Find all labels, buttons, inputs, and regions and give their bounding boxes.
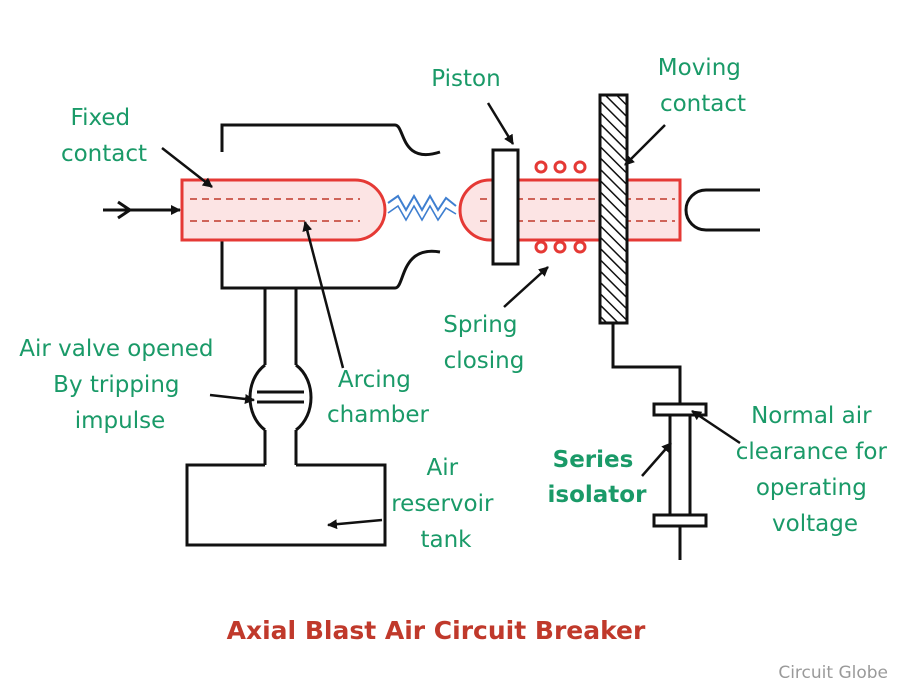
air-inlet-arrow-head bbox=[117, 200, 133, 220]
air-valve bbox=[248, 363, 313, 432]
watermark: Circuit Globe bbox=[778, 663, 888, 683]
moving-contact-terminal bbox=[684, 188, 760, 232]
label-fixed-contact: Fixed contact bbox=[61, 105, 147, 167]
isolator-wire bbox=[611, 323, 682, 405]
arc-icon bbox=[387, 193, 457, 222]
moving-contact-bar bbox=[598, 93, 629, 325]
air-pipe bbox=[263, 288, 298, 465]
leader-arrows bbox=[161, 102, 741, 530]
label-moving-contact: Moving contact bbox=[658, 55, 748, 117]
label-air-reservoir-tank: Air reservoir tank bbox=[391, 455, 501, 553]
piston bbox=[491, 148, 520, 266]
label-series-isolator: Series isolator bbox=[548, 447, 648, 508]
label-spring-closing: Spring closing bbox=[443, 312, 525, 374]
air-reservoir-tank bbox=[185, 463, 387, 547]
diagram-title: Axial Blast Air Circuit Breaker bbox=[227, 616, 646, 645]
series-isolator bbox=[652, 402, 708, 528]
arcing-chamber-body bbox=[220, 123, 441, 290]
fixed-contact bbox=[180, 178, 387, 242]
label-piston: Piston bbox=[431, 66, 500, 92]
label-air-valve: Air valve opened By tripping impulse bbox=[19, 336, 221, 434]
label-normal-air-clearance: Normal air clearance for operating volta… bbox=[736, 403, 894, 537]
spring-icon bbox=[534, 160, 587, 254]
label-arcing-chamber: Arcing chamber bbox=[327, 367, 429, 428]
